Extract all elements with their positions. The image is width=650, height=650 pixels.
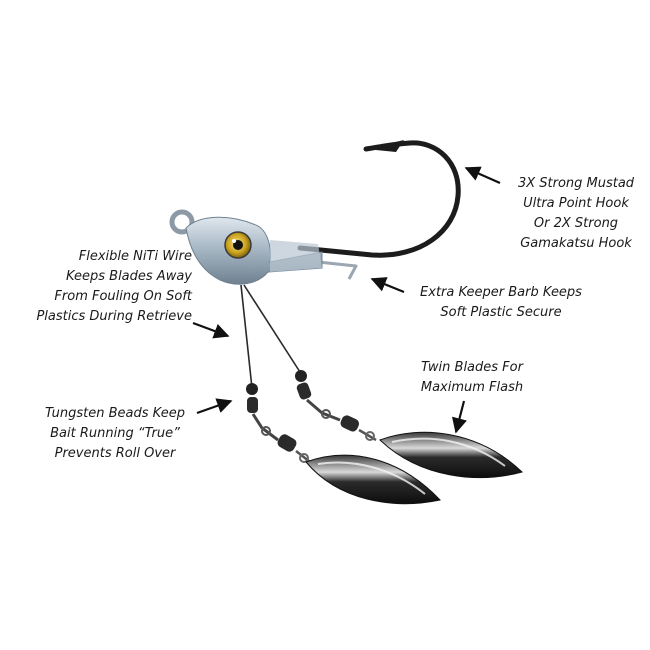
callout-line: Soft Plastic Secure (440, 305, 562, 320)
callout-line: Tungsten Beads Keep (45, 406, 185, 421)
line-tie (169, 209, 195, 235)
arrow-twin-blades (452, 400, 467, 434)
arrow-hook (464, 166, 501, 185)
hook-callout: 3X Strong Mustad Ultra Point Hook Or 2X … (508, 174, 644, 254)
callout-line: Extra Keeper Barb Keeps (420, 285, 582, 300)
callout-line: Plastics During Retrieve (36, 309, 192, 324)
callout-line: 3X Strong Mustad (517, 176, 635, 191)
tungsten-bead (295, 370, 307, 382)
twin-blades-callout: Twin Blades For Maximum Flash (404, 358, 540, 398)
hook-point (366, 140, 404, 152)
arrow-niti-wire (192, 321, 230, 339)
pointer-arrows (192, 166, 501, 434)
callout-line: Twin Blades For (421, 360, 523, 375)
hook (297, 140, 461, 258)
callout-line: Prevents Roll Over (54, 446, 176, 461)
willow-blade-upper (379, 431, 523, 479)
callout-line: Bait Running “True” (50, 426, 180, 441)
callout-line: Or 2X Strong (533, 216, 619, 231)
callout-line: From Fouling On Soft (54, 289, 192, 304)
callout-line: Ultra Point Hook (523, 196, 629, 211)
keeper-barb (317, 260, 358, 280)
callout-line: Maximum Flash (420, 380, 524, 395)
lower-arm (246, 383, 311, 463)
tungsten-beads-callout: Tungsten Beads Keep Bait Running “True” … (30, 404, 200, 464)
callout-line: Gamakatsu Hook (520, 236, 632, 251)
tungsten-bead (246, 383, 258, 395)
niti-wires (240, 284, 301, 389)
upper-arm (295, 370, 377, 442)
keeper-barb-callout: Extra Keeper Barb Keeps Soft Plastic Sec… (408, 283, 594, 323)
callout-line: Flexible NiTi Wire (78, 249, 192, 264)
willow-blade-lower (305, 454, 441, 505)
callout-line: Keeps Blades Away (65, 269, 192, 284)
arrow-keeper-barb (370, 277, 405, 294)
niti-wire-callout: Flexible NiTi Wire Keeps Blades Away Fro… (6, 247, 192, 327)
tungsten-bead (340, 415, 360, 432)
tungsten-bead (277, 434, 297, 452)
jig-head (169, 209, 323, 285)
arrow-tungsten-beads (196, 398, 233, 415)
